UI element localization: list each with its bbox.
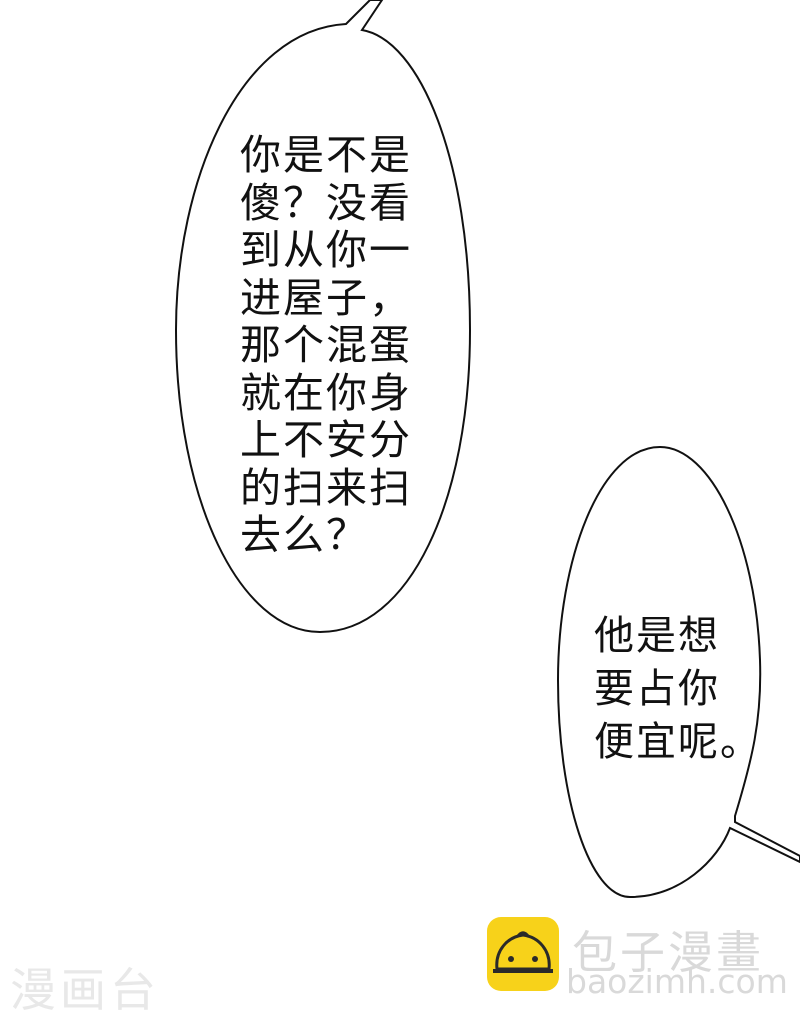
bubble-1-text: 你是不是 傻？没看 到从你一 进屋子， 那个混蛋 就在你身 上不安分 的扫来扫 … xyxy=(240,131,412,559)
watermark-brand-url: baozimh.com xyxy=(566,962,788,1001)
baozi-logo-icon xyxy=(487,917,559,991)
speech-bubble-1 xyxy=(174,0,472,634)
bubble-2-text: 他是想 要占你 便宜呢。 xyxy=(594,613,762,765)
speech-bubble-2 xyxy=(556,445,800,899)
watermark-manhuatai: 漫画台 xyxy=(10,963,160,1017)
watermark-brand-title: 包子漫畫 xyxy=(572,926,765,979)
